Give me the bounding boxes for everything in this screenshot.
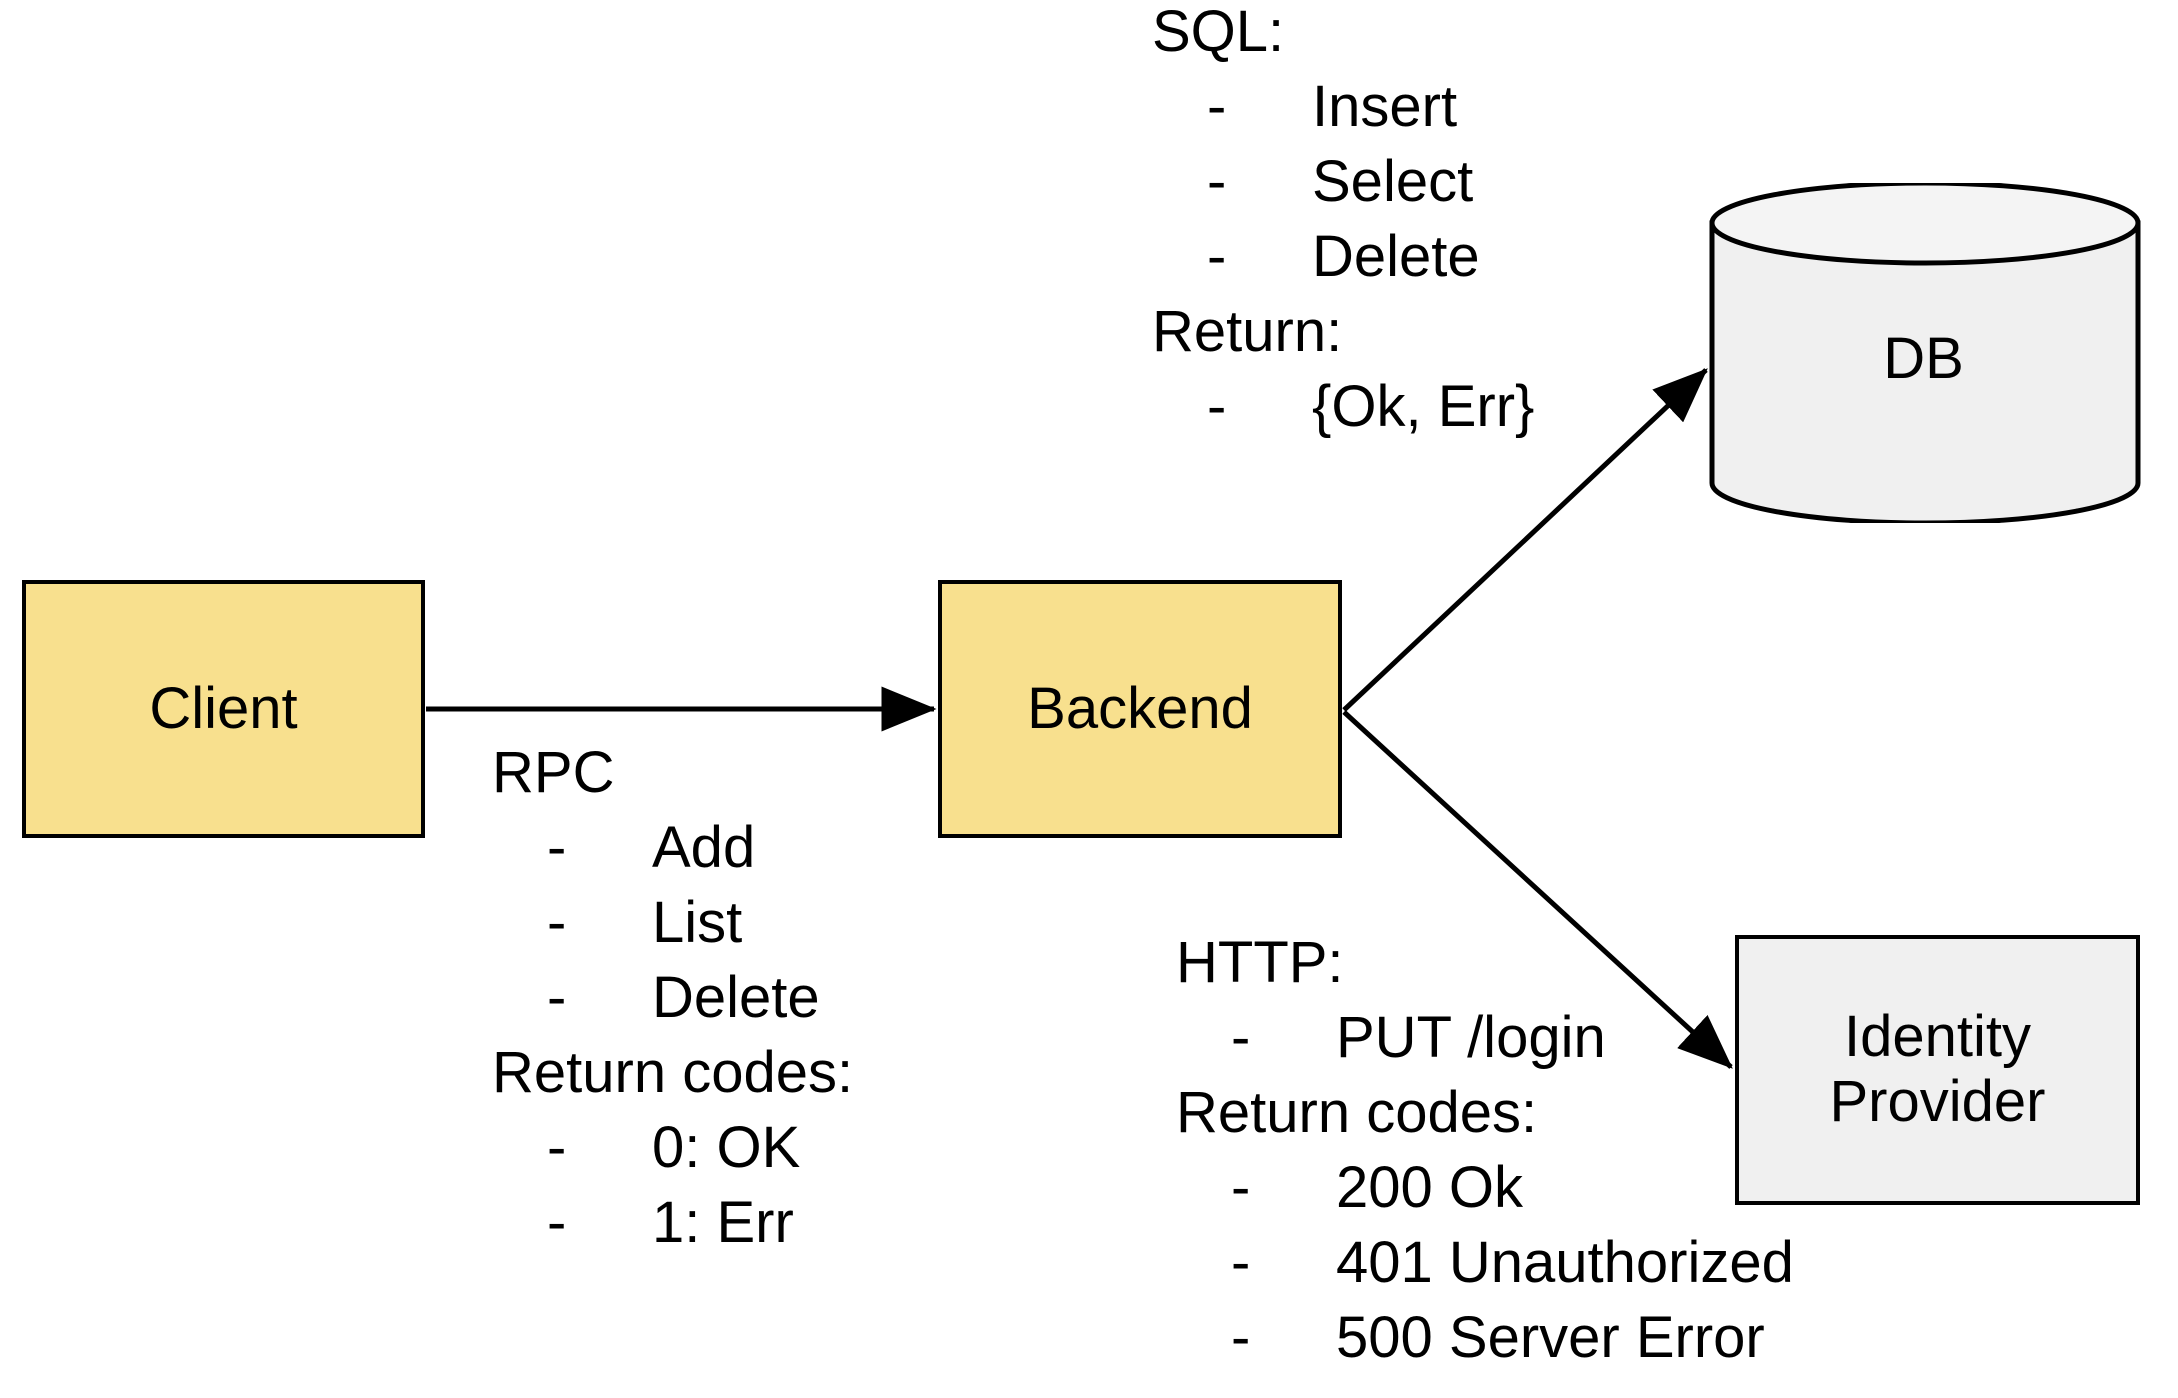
node-idp-label-line2: Provider [1829,1069,2046,1134]
annotation-sql-item: - Delete [1152,219,1480,294]
annotation-rpc: RPC - Add - List - Delete Return codes: … [492,735,853,1260]
bullet-dash: - [1207,74,1227,139]
bullet-text: 401 Unauthorized [1336,1230,1794,1295]
annotation-rpc-item: - Add [492,810,853,885]
annotation-sql-item: - Insert [1152,69,1457,144]
bullet-text: Delete [1312,224,1480,289]
node-client[interactable]: Client [22,580,425,838]
bullet-dash: - [547,1190,567,1255]
node-client-label: Client [149,675,298,741]
bullet-dash: - [1231,1155,1251,1220]
annotation-sql: SQL: - Insert - Select - Delete Return: … [1152,0,1534,444]
bullet-text: Delete [652,965,820,1030]
bullet-text: Insert [1312,74,1458,139]
bullet-dash: - [1231,1305,1251,1370]
bullet-dash: - [1207,374,1227,439]
annotation-rpc-item: - List [492,885,853,960]
annotation-rpc-return-item: - 1: Err [492,1185,853,1260]
annotation-sql-heading: SQL: [1152,0,1285,64]
bullet-dash: - [547,815,567,880]
node-db-label: DB [1883,326,1964,391]
bullet-dash: - [1207,224,1227,289]
node-idp-label-line1: Identity [1843,1004,2031,1070]
annotation-http-return-item: - 200 Ok [1176,1150,1537,1225]
bullet-text: PUT /login [1336,1005,1606,1070]
bullet-text: 0: OK [652,1115,801,1180]
bullet-text: 200 Ok [1336,1155,1523,1220]
annotation-sql-item: - Select [1152,144,1473,219]
annotation-sql-return-item: - {Ok, Err} [1152,369,1534,444]
bullet-dash: - [1207,149,1227,214]
node-backend[interactable]: Backend [938,580,1342,838]
bullet-dash: - [547,1115,567,1180]
bullet-dash: - [547,965,567,1030]
annotation-http-return-heading: Return codes: [1176,1080,1538,1145]
node-db[interactable] [1705,183,2145,523]
annotation-http-return-item: - 500 Server Error [1176,1300,1765,1375]
bullet-dash: - [547,890,567,955]
annotation-rpc-heading: RPC [492,740,615,805]
node-identity-provider[interactable]: Identity Provider [1735,935,2140,1205]
bullet-dash: - [1231,1005,1251,1070]
annotation-http-return-item: - 401 Unauthorized [1176,1225,1794,1300]
bullet-text: 500 Server Error [1336,1305,1765,1370]
annotation-rpc-return-item: - 0: OK [492,1110,853,1185]
bullet-text: 1: Err [652,1190,794,1255]
annotation-rpc-return-heading: Return codes: [492,1040,854,1105]
node-identity-provider-label: Identity Provider [1829,1004,2046,1135]
annotation-rpc-item: - Delete [492,960,853,1035]
bullet-text: List [652,890,743,955]
node-backend-label: Backend [1027,675,1253,741]
bullet-text: {Ok, Err} [1312,374,1535,439]
annotation-http-item: - PUT /login [1176,1000,1606,1075]
annotation-http-heading: HTTP: [1176,930,1344,995]
annotation-http: HTTP: - PUT /login Return codes: - 200 O… [1176,925,1794,1375]
bullet-text: Select [1312,149,1474,214]
annotation-sql-return-heading: Return: [1152,299,1343,364]
bullet-dash: - [1231,1230,1251,1295]
cylinder-shape [1709,183,2141,523]
bullet-text: Add [652,815,756,880]
